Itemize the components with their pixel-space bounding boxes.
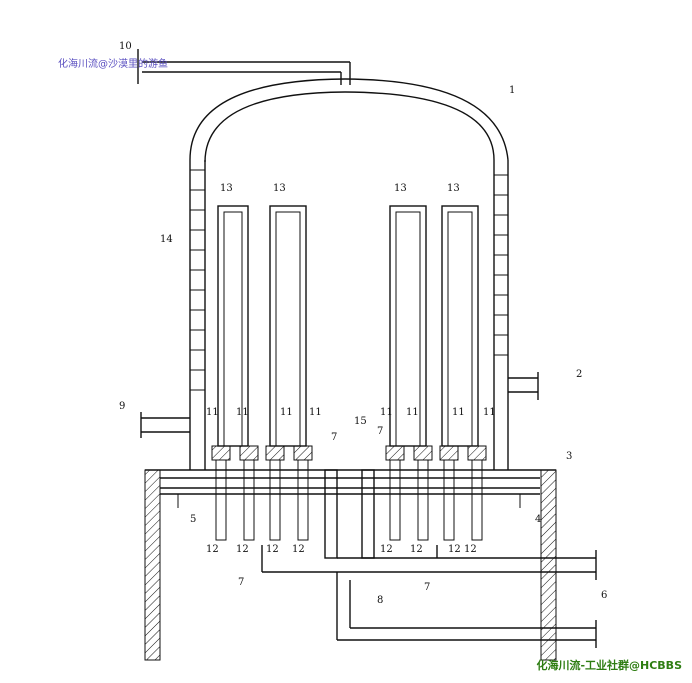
label-12-8: 12 (464, 544, 477, 555)
label-12-4: 12 (292, 544, 305, 555)
label-12-7: 12 (448, 544, 461, 555)
label-11-4: 11 (309, 407, 322, 418)
label-4: 4 (535, 514, 541, 525)
vessel-wall-left (189, 160, 206, 470)
label-14: 14 (160, 234, 173, 245)
vessel-wall-right (493, 160, 509, 470)
filter-element-1 (217, 205, 249, 447)
label-12-2: 12 (236, 544, 249, 555)
left-nozzle (140, 412, 190, 438)
label-13d: 13 (447, 183, 460, 194)
label-6: 6 (601, 590, 607, 601)
label-15: 15 (354, 416, 367, 427)
label-11-8: 11 (483, 407, 496, 418)
label-11-6: 11 (406, 407, 419, 418)
filter-element-2 (269, 205, 307, 447)
label-12-1: 12 (206, 544, 219, 555)
label-7b: 7 (377, 426, 383, 437)
label-3: 3 (566, 451, 572, 462)
watermark-top: 化海川流@沙漠里的游鱼 (58, 59, 168, 70)
label-12-3: 12 (266, 544, 279, 555)
label-5: 5 (190, 514, 196, 525)
label-13a: 13 (220, 183, 233, 194)
outlet-tubes (215, 459, 483, 541)
drain-nozzles (177, 494, 521, 508)
label-7a: 7 (331, 432, 337, 443)
tube-plate (144, 469, 557, 661)
label-2: 2 (576, 369, 582, 380)
right-nozzle (508, 372, 539, 400)
watermark-bottom: 化海川流-工业社群@HCBBS (536, 659, 682, 672)
label-9: 9 (119, 401, 125, 412)
label-8: 8 (377, 595, 383, 606)
label-13c: 13 (394, 183, 407, 194)
label-11-2: 11 (236, 407, 249, 418)
label-13b: 13 (273, 183, 286, 194)
label-11-3: 11 (280, 407, 293, 418)
label-1: 1 (509, 85, 515, 96)
label-11-7: 11 (452, 407, 465, 418)
connector-blocks (211, 445, 487, 461)
filter-element-3 (389, 205, 427, 447)
label-7d: 7 (424, 582, 430, 593)
central-chamber (261, 469, 596, 573)
label-11-1: 11 (206, 407, 219, 418)
vessel-dome (189, 78, 509, 163)
label-12-5: 12 (380, 544, 393, 555)
label-7c: 7 (238, 577, 244, 588)
bottom-outlet-pipes (336, 550, 597, 648)
label-11-5: 11 (380, 407, 393, 418)
label-12-6: 12 (410, 544, 423, 555)
filter-element-4 (441, 205, 479, 447)
label-10: 10 (119, 41, 132, 52)
